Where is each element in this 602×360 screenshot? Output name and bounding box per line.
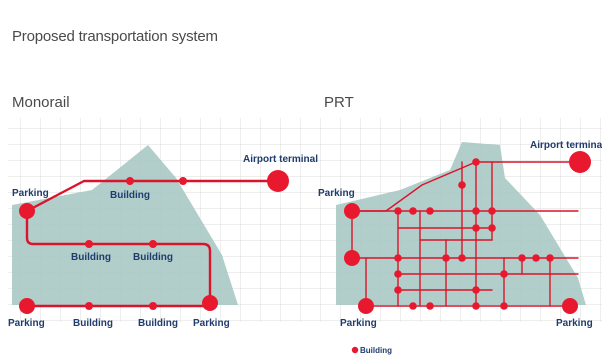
- monorail-heading: Monorail: [12, 94, 70, 111]
- monorail-label-building-mid2: Building: [133, 252, 173, 263]
- prt-label-parking-top: Parking: [318, 188, 355, 199]
- prt-heading: PRT: [324, 94, 354, 111]
- monorail-panel: Monorail Airport terminal Parking Buildi…: [8, 94, 322, 329]
- monorail-label-building-mid1: Building: [71, 252, 111, 263]
- monorail-parking-br: [202, 295, 218, 311]
- prt-building: [488, 224, 496, 232]
- prt-building: [458, 181, 466, 189]
- prt-building: [532, 254, 540, 262]
- prt-building: [546, 254, 554, 262]
- prt-building: [472, 302, 480, 310]
- monorail-label-parking-br: Parking: [193, 318, 230, 329]
- page-title: Proposed transportation system: [12, 28, 218, 45]
- monorail-label-building-b2: Building: [138, 318, 178, 329]
- monorail-parking-top: [19, 203, 35, 219]
- monorail-label-parking-top: Parking: [12, 188, 49, 199]
- prt-parking-bl: [358, 298, 374, 314]
- prt-building: [426, 302, 434, 310]
- monorail-label-airport: Airport terminal: [243, 154, 318, 165]
- prt-labels: Airport terminal Parking Parking Parking: [318, 140, 602, 329]
- monorail-label-parking-bl: Parking: [8, 318, 45, 329]
- monorail-building-mid2: [149, 240, 157, 248]
- prt-building: [394, 207, 402, 215]
- prt-building: [472, 286, 480, 294]
- monorail-airport-terminal: [267, 170, 289, 192]
- prt-parking-br: [562, 298, 578, 314]
- prt-building: [472, 158, 480, 166]
- prt-building: [500, 270, 508, 278]
- legend-building-label: Building: [360, 346, 392, 355]
- prt-building: [500, 302, 508, 310]
- prt-label-airport: Airport terminal: [530, 140, 602, 151]
- legend-building-dot: [351, 346, 359, 354]
- monorail-tracks: [25, 179, 280, 308]
- prt-stations: [344, 151, 591, 314]
- monorail-labels: Airport terminal Parking Building Buildi…: [8, 154, 318, 329]
- prt-building: [394, 286, 402, 294]
- prt-panel: PRT: [318, 94, 602, 329]
- monorail-site-shape: [12, 145, 238, 305]
- monorail-building-top2: [179, 177, 187, 185]
- prt-airport-terminal: [569, 151, 591, 173]
- monorail-label-building-top: Building: [110, 190, 150, 201]
- prt-label-parking-bl: Parking: [340, 318, 377, 329]
- prt-tracks: [351, 161, 581, 307]
- legend: Building: [351, 346, 392, 355]
- prt-building: [472, 224, 480, 232]
- monorail-parking-bl: [19, 298, 35, 314]
- prt-label-parking-br: Parking: [556, 318, 593, 329]
- monorail-stations: [19, 170, 289, 314]
- prt-building: [458, 254, 466, 262]
- prt-building: [409, 207, 417, 215]
- prt-building: [409, 302, 417, 310]
- prt-building: [488, 207, 496, 215]
- prt-building: [426, 207, 434, 215]
- monorail-building-b2: [149, 302, 157, 310]
- prt-building: [394, 254, 402, 262]
- monorail-label-building-b1: Building: [73, 318, 113, 329]
- prt-parking-mid: [344, 250, 360, 266]
- prt-building: [394, 270, 402, 278]
- prt-building: [472, 207, 480, 215]
- prt-building: [442, 254, 450, 262]
- monorail-building-top: [126, 177, 134, 185]
- monorail-building-mid1: [85, 240, 93, 248]
- prt-building: [518, 254, 526, 262]
- monorail-building-b1: [85, 302, 93, 310]
- prt-parking-top: [344, 203, 360, 219]
